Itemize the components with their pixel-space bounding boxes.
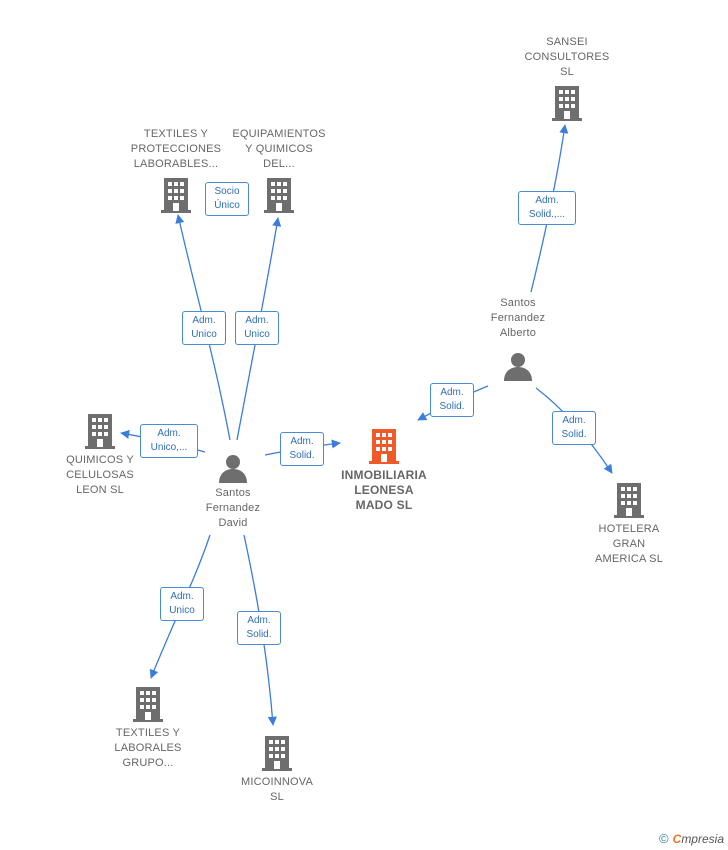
- node-label: TEXTILES Y LABORALES GRUPO...: [114, 727, 182, 769]
- edge-badge-david-equipamientos[interactable]: Adm. Unico: [235, 311, 279, 345]
- building-icon: [262, 736, 292, 771]
- edge-badge-alberto-hotelera[interactable]: Adm. Solid.: [552, 411, 596, 445]
- node-label: Santos Fernandez Alberto: [490, 297, 546, 339]
- person-icon: [219, 455, 247, 483]
- brand-footer: ©Cmpresia: [659, 831, 724, 846]
- person-icon: [504, 353, 532, 381]
- node-textiles-laborales-grupo[interactable]: TEXTILES Y LABORALES GRUPO...: [93, 686, 203, 771]
- building-icon: [369, 429, 399, 464]
- node-label: SANSEI CONSULTORES SL: [524, 36, 610, 78]
- node-label: INMOBILIARIA LEONESA MADO SL: [341, 468, 427, 512]
- building-icon: [85, 414, 115, 449]
- node-label: MICOINNOVA SL: [240, 776, 314, 803]
- node-label: HOTELERA GRAN AMERICA SL: [594, 523, 664, 565]
- building-icon: [614, 483, 644, 518]
- building-icon: [133, 687, 163, 722]
- copyright-icon: ©: [659, 831, 669, 846]
- node-quimicos-celulosas[interactable]: QUIMICOS Y CELULOSAS LEON SL: [45, 413, 155, 498]
- brand-logo-text: mpresia: [681, 832, 724, 846]
- building-icon: [161, 178, 191, 213]
- edge-badge-socio-unico[interactable]: Socio Único: [205, 182, 249, 216]
- node-micoinnova[interactable]: MICOINNOVA SL: [222, 735, 332, 805]
- node-label: QUIMICOS Y CELULOSAS LEON SL: [66, 454, 134, 496]
- edge-badge-david-textiles-proteccion[interactable]: Adm. Unico: [182, 311, 226, 345]
- building-icon: [264, 178, 294, 213]
- node-label: TEXTILES Y PROTECCIONES LABORABLES...: [130, 128, 222, 170]
- edge-badge-david-quimicos[interactable]: Adm. Unico,...: [140, 424, 198, 458]
- node-textiles-protecciones[interactable]: TEXTILES Y PROTECCIONES LABORABLES...: [121, 127, 231, 213]
- node-santos-fernandez-alberto[interactable]: Santos Fernandez Alberto: [463, 296, 573, 381]
- node-label: EQUIPAMIENTOS Y QUIMICOS DEL...: [232, 128, 326, 170]
- node-equipamientos[interactable]: EQUIPAMIENTOS Y QUIMICOS DEL...: [224, 127, 334, 213]
- edge-badge-david-main[interactable]: Adm. Solid.: [280, 432, 324, 466]
- node-sansei-consultores[interactable]: SANSEI CONSULTORES SL: [512, 35, 622, 121]
- edge-badge-david-micoinnova[interactable]: Adm. Solid.: [237, 611, 281, 645]
- node-label: Santos Fernandez David: [205, 487, 261, 529]
- node-hotelera-gran-america[interactable]: HOTELERA GRAN AMERICA SL: [574, 482, 684, 567]
- edge-badge-alberto-main[interactable]: Adm. Solid.: [430, 383, 474, 417]
- brand-logo-initial: C: [672, 832, 682, 846]
- building-icon: [552, 86, 582, 121]
- node-inmobiliaria-leonesa-main[interactable]: INMOBILIARIA LEONESA MADO SL: [329, 428, 439, 513]
- node-santos-fernandez-david[interactable]: Santos Fernandez David: [178, 453, 288, 531]
- edge-badge-alberto-sansei[interactable]: Adm. Solid.,...: [518, 191, 576, 225]
- edge-badge-david-textiles-grupo[interactable]: Adm. Unico: [160, 587, 204, 621]
